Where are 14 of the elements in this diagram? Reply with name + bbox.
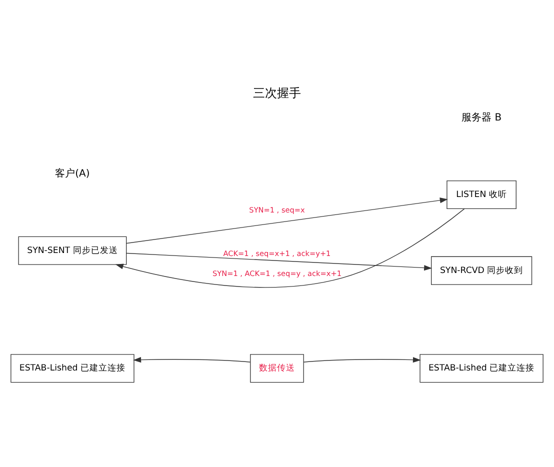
node-box: ESTAB-Lished 已建立连接 (10, 354, 134, 383)
arrow (126, 252, 432, 271)
node-box: 数据传送 (250, 354, 304, 383)
label: 服务器 B (462, 112, 502, 124)
arrow (133, 357, 251, 363)
arrow (303, 357, 421, 363)
label: 客户(A) (55, 168, 90, 180)
node-box: LISTEN 收听 (446, 180, 516, 210)
arrow (115, 208, 465, 288)
node-box: SYN-RCVD 同步收到 (431, 256, 532, 285)
node-box: SYN-SENT 同步已发送 (18, 236, 127, 265)
diagram-title: 三次握手 (253, 86, 301, 100)
arrow (126, 198, 448, 244)
node-box: ESTAB-Lished 已建立连接 (420, 354, 544, 383)
